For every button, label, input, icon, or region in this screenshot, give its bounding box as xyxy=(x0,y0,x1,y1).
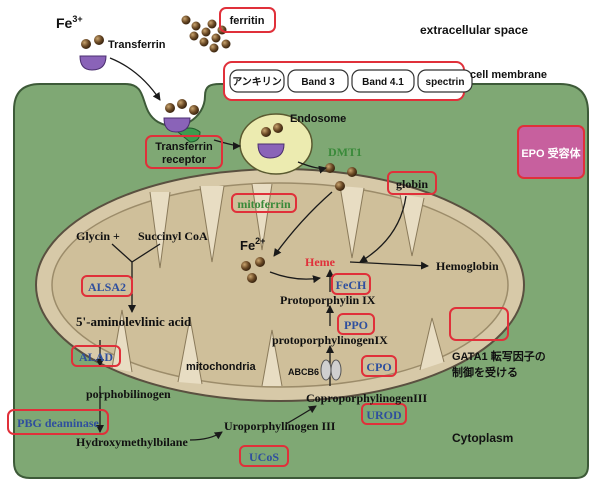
endosome-transferrin xyxy=(257,123,285,159)
hmb-label: Hydroxymethylbilane xyxy=(76,435,188,449)
iron-mitochondria xyxy=(241,257,265,283)
pbg-deaminase-label: PBG deaminase xyxy=(17,416,99,430)
membrane-protein-label: spectrin xyxy=(426,77,465,88)
fe3-label: Fe3+ xyxy=(56,14,83,31)
fe2-label: Fe2+ xyxy=(240,236,265,253)
ala-label: 5'-aminolevlinic acid xyxy=(76,314,192,329)
transferrin-receptor-complex xyxy=(163,99,201,143)
protoporphyrinogen-label: protoporphylinogenIX xyxy=(272,333,388,347)
cytoplasm-label: Cytoplasm xyxy=(452,431,513,445)
dmt1-label: DMT1 xyxy=(328,145,362,159)
glycin-label: Glycin + xyxy=(76,229,120,243)
transferrin-label: Transferrin xyxy=(108,39,166,51)
membrane-protein-label: Band 4.1 xyxy=(362,77,404,88)
uroporphyrinogen-label: Uroporphylinogen III xyxy=(224,419,336,433)
membrane-protein-pill xyxy=(351,69,415,93)
gata-label-1: GATA1 転写因子の xyxy=(452,349,546,363)
urod-label: UROD xyxy=(366,408,402,422)
cell-membrane-label: cell membrane xyxy=(470,69,547,81)
globin-label: globin xyxy=(396,177,428,191)
membrane-protein-pill xyxy=(229,69,285,93)
membrane-protein-label: アンキリン xyxy=(232,76,282,88)
transferrin-receptor-label-1: Transferrin xyxy=(155,141,213,153)
extracellular-label: extracellular space xyxy=(420,23,528,37)
mitoferrin-label: mitoferrin xyxy=(237,197,291,211)
svg-text:Fe2+: Fe2+ xyxy=(240,236,265,253)
membrane-protein-label: Band 3 xyxy=(301,77,335,88)
coproporphyrinogen-label: CoproporphylinogenIII xyxy=(306,391,427,405)
gata-label-2: 制御を受ける xyxy=(452,365,518,379)
membrane-protein-list: アンキリン Band 3 Band 4.1 spectrin xyxy=(229,69,473,93)
alad-label: ALAD xyxy=(79,350,113,364)
pathway-arrows xyxy=(96,57,429,441)
endosome-label: Endosome xyxy=(290,113,346,125)
membrane-protein-pill xyxy=(287,69,349,93)
ppo-label: PPO xyxy=(344,318,368,332)
mitochondria-label: mitochondria xyxy=(186,361,257,373)
iron-cytoplasm xyxy=(325,163,357,191)
abcb6-label: ABCB6 xyxy=(288,367,319,377)
epo-receptor-label: EPO 受容体 xyxy=(521,146,581,160)
hemoglobin-label: Hemoglobin xyxy=(436,259,499,273)
heme-label: Heme xyxy=(305,255,336,269)
highlight-boxes xyxy=(7,7,509,467)
alsa2-label: ALSA2 xyxy=(88,280,126,294)
porphobilinogen-label: porphobilinogen xyxy=(86,387,171,401)
succinyl-label: Succinyl CoA xyxy=(138,229,208,243)
fech-label: FeCH xyxy=(336,278,367,292)
svg-text:Fe3+: Fe3+ xyxy=(56,14,83,31)
membrane-protein-pill xyxy=(417,69,473,93)
epo-receptor xyxy=(517,125,585,179)
transferrin-molecule xyxy=(79,35,107,71)
transferrin-receptor-label-2: receptor xyxy=(162,154,207,166)
ucos-label: UCoS xyxy=(249,450,279,464)
protoporphyrin-label: Protoporphylin IX xyxy=(280,293,376,307)
ferritin-cluster xyxy=(181,15,231,53)
cpo-label: CPO xyxy=(366,360,391,374)
ferritin-label: ferritin xyxy=(230,15,265,27)
abcb6-transporter xyxy=(320,359,342,381)
